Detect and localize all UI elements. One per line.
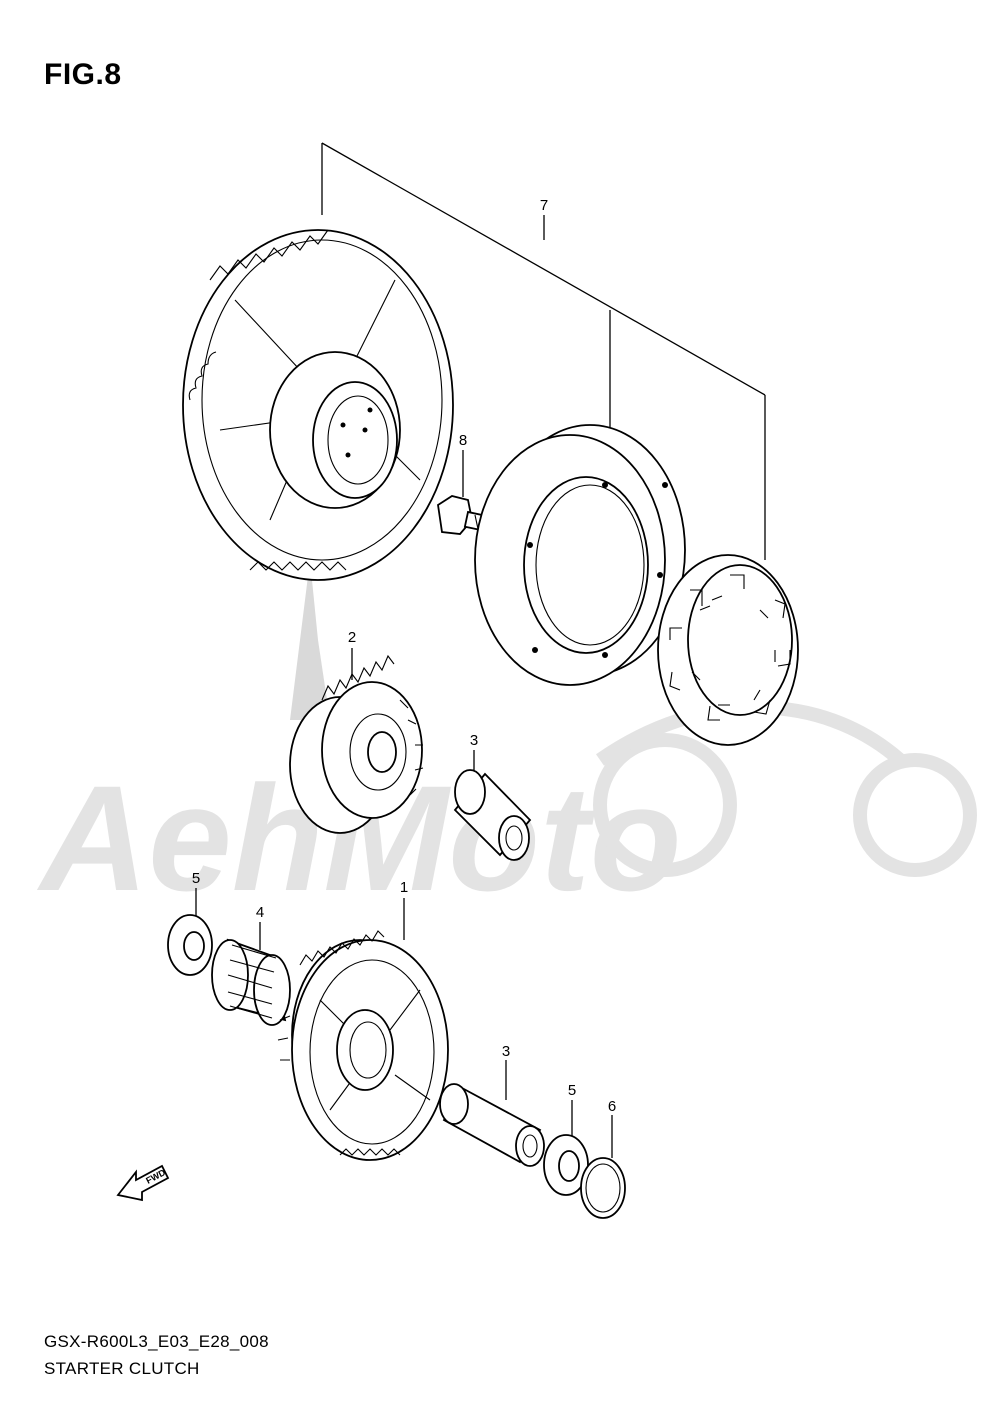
callout-7-leaders — [321, 142, 766, 560]
callout-6: 6 — [608, 1098, 616, 1115]
thrust-washer-upper — [167, 888, 213, 976]
starter-idle-gear-2 — [277, 898, 449, 1161]
forward-arrow: FWD — [116, 1164, 170, 1202]
starter-idle-gear — [289, 648, 424, 834]
washer-6 — [580, 1115, 626, 1219]
callout-1: 1 — [400, 879, 408, 896]
callout-8: 8 — [459, 432, 467, 449]
callout-7: 7 — [540, 197, 548, 214]
callout-labels: 1 2 3 3 4 5 5 6 7 8 — [192, 197, 616, 1115]
idle-gear-shaft-lower — [439, 1060, 545, 1167]
starter-driven-gear — [182, 229, 454, 581]
callout-5-upper: 5 — [192, 870, 200, 887]
starter-clutch-housing — [474, 424, 686, 686]
needle-bearing — [211, 922, 291, 1026]
callout-3-upper: 3 — [470, 732, 478, 749]
model-code: GSX-R600L3_E03_E28_008 — [44, 1332, 269, 1351]
section-name: STARTER CLUTCH — [44, 1359, 200, 1378]
callout-2: 2 — [348, 629, 356, 646]
idle-gear-shaft-upper — [453, 750, 532, 861]
callout-3-lower: 3 — [502, 1043, 510, 1060]
one-way-clutch — [657, 554, 799, 746]
callout-5-lower: 5 — [568, 1082, 576, 1099]
thrust-washer-lower — [543, 1100, 589, 1196]
callout-4: 4 — [256, 904, 264, 921]
figure-title: FIG.8 — [44, 58, 122, 91]
